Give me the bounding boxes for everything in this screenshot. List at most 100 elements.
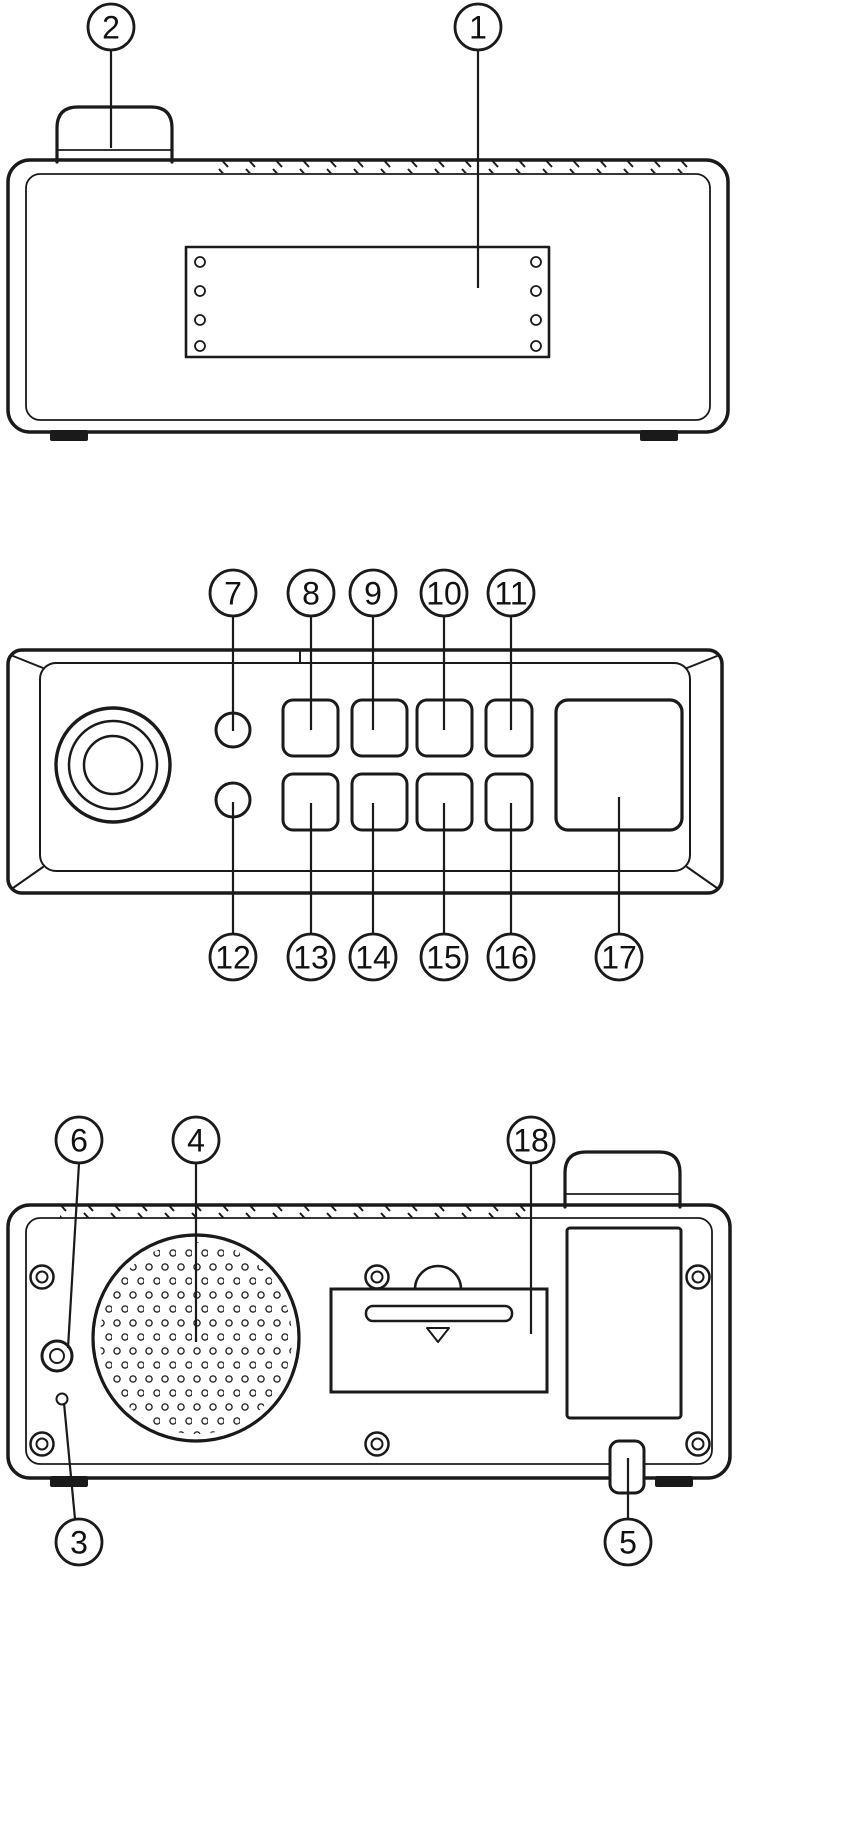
callout-2-circle [86, 2, 136, 52]
callout-4: 4 [171, 1115, 221, 1342]
callout-5-label: 5 [619, 1525, 637, 1561]
callout-11-circle [486, 568, 536, 618]
callout-15: 15 [419, 803, 469, 982]
button-16 [484, 772, 534, 832]
screw [364, 1431, 390, 1457]
callout-3-label: 3 [70, 1525, 88, 1561]
screw-center [35, 1270, 49, 1284]
callout-10-label: 10 [426, 576, 462, 612]
front-foot-right [640, 430, 678, 441]
callout-1: 1 [453, 2, 503, 288]
callout-6: 6 [54, 1115, 104, 1349]
display-hole [194, 256, 206, 268]
callout-2: 2 [86, 2, 136, 148]
antenna-cap-back [563, 1150, 682, 1209]
callout-3: 3 [54, 1402, 104, 1567]
display-hole [194, 340, 206, 352]
callout-13-circle [286, 932, 336, 982]
screw [364, 1264, 390, 1290]
callout-7: 7 [208, 568, 258, 731]
callout-3-circle [54, 1517, 104, 1567]
screw [685, 1431, 711, 1457]
screw [29, 1431, 55, 1457]
callout-14: 14 [348, 803, 398, 982]
callout-2-label: 2 [102, 10, 120, 46]
front-view: 2 1 [6, 2, 730, 441]
front-body [6, 158, 730, 434]
callout-16-label: 16 [493, 940, 529, 976]
screw [685, 1264, 711, 1290]
callout-11-label: 11 [494, 576, 527, 612]
screw-center [691, 1270, 705, 1284]
back-foot-right [655, 1476, 693, 1487]
callout-14-label: 14 [355, 940, 391, 976]
callout-10-circle [419, 568, 469, 618]
callout-13: 13 [286, 803, 336, 982]
screw-center [370, 1437, 384, 1451]
top-body [6, 648, 724, 895]
top-view: 7 8 9 10 11 12 [6, 568, 724, 982]
back-vent-slots [60, 1206, 540, 1218]
callout-5-circle [603, 1517, 653, 1567]
back-view: 6 4 18 3 5 [6, 1115, 732, 1567]
callout-12: 12 [208, 802, 258, 982]
display-window [184, 245, 551, 359]
callout-14-circle [348, 932, 398, 982]
callout-11: 11 [486, 568, 536, 730]
back-foot-left [50, 1476, 88, 1487]
display-hole [530, 256, 542, 268]
display-hole [530, 285, 542, 297]
callout-15-circle [419, 932, 469, 982]
screws [29, 1264, 711, 1457]
callout-16-circle [486, 932, 536, 982]
callout-4-label: 4 [187, 1123, 205, 1159]
battery-door-slot [364, 1304, 514, 1323]
display-hole [194, 314, 206, 326]
callout-9-circle [348, 568, 398, 618]
front-body-inner-edge [25, 173, 711, 421]
callout-6-circle [54, 1115, 104, 1165]
button-14 [350, 772, 409, 832]
screw [29, 1264, 55, 1290]
callout-18-label: 18 [513, 1123, 549, 1159]
callout-9: 9 [348, 568, 398, 730]
reset-hole [55, 1392, 69, 1406]
callout-17: 17 [594, 797, 644, 982]
callout-8-label: 8 [302, 576, 320, 612]
callout-17-label: 17 [601, 940, 637, 976]
callout-9-label: 9 [364, 576, 382, 612]
rotary-knob [54, 706, 172, 824]
callout-5: 5 [603, 1458, 653, 1567]
callout-7-label: 7 [224, 576, 242, 612]
callout-17-circle [594, 932, 644, 982]
display-hole [530, 314, 542, 326]
side-panel-door [565, 1226, 683, 1420]
top-corner-bevel [12, 866, 44, 889]
callout-1-circle [453, 2, 503, 52]
back-body [6, 1203, 732, 1480]
callout-10: 10 [419, 568, 469, 730]
screw-center [370, 1270, 384, 1284]
front-foot-left [50, 430, 88, 441]
top-face [39, 662, 691, 872]
callout-15-label: 15 [426, 940, 462, 976]
callout-6-label: 6 [70, 1123, 88, 1159]
callout-18-circle [506, 1115, 556, 1165]
callout-18: 18 [506, 1115, 556, 1334]
screw-center [35, 1437, 49, 1451]
antenna-cap [55, 105, 174, 164]
callout-16: 16 [486, 803, 536, 982]
button-11 [484, 698, 534, 758]
screw-center [691, 1437, 705, 1451]
top-corner-bevel [686, 655, 718, 669]
callout-8-circle [286, 568, 336, 618]
dc-jack [40, 1339, 74, 1373]
callout-12-circle [208, 932, 258, 982]
callout-4-circle [171, 1115, 221, 1165]
display-hole [194, 285, 206, 297]
display-hole [530, 340, 542, 352]
button-9 [350, 698, 409, 758]
callout-7-circle [208, 568, 258, 618]
